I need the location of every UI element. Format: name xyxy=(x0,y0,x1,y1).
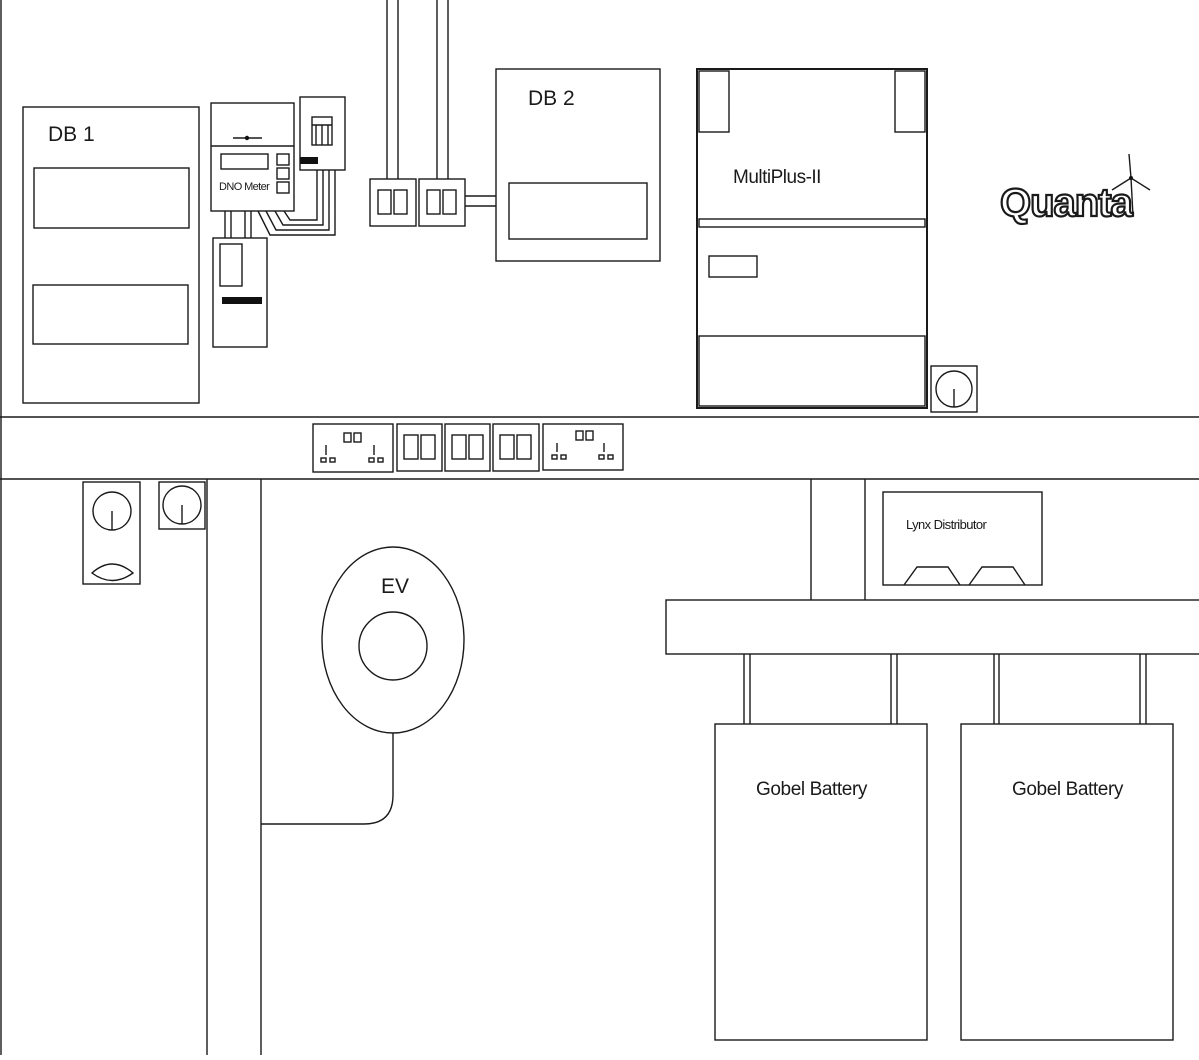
ev-charger: EV xyxy=(261,546,465,825)
ceiling-conduits xyxy=(386,0,496,207)
switch-box-top-1 xyxy=(369,178,417,227)
quanta-logo: Quanta xyxy=(999,153,1151,226)
switch-box-mid-3 xyxy=(492,423,540,472)
isolator-switch xyxy=(299,96,346,171)
switch-box-mid-2 xyxy=(444,423,491,472)
quanta-logo-text: Quanta xyxy=(1000,181,1134,225)
multiplus-inverter: MultiPlus-II xyxy=(696,68,928,409)
double-socket-right xyxy=(542,423,624,471)
switch-box-mid-1 xyxy=(396,423,443,472)
gobel-battery-2: Gobel Battery xyxy=(960,723,1174,1041)
lynx-distributor: Lynx Distributor xyxy=(882,491,1043,586)
double-socket-left xyxy=(312,423,394,473)
rotary-isolator-lower-2 xyxy=(158,481,206,530)
db1-label: DB 1 xyxy=(48,123,95,146)
battery-1-label: Gobel Battery xyxy=(756,779,868,800)
db2-label: DB 2 xyxy=(528,87,575,110)
rotary-isolator-lower-1 xyxy=(82,481,141,585)
db2-panel: DB 2 xyxy=(495,68,661,262)
multiplus-label: MultiPlus-II xyxy=(733,167,821,188)
rotary-isolator-inverter xyxy=(930,365,978,413)
gobel-battery-1: Gobel Battery xyxy=(714,723,928,1041)
meter-wiring xyxy=(224,170,336,238)
dno-meter: DNO Meter xyxy=(210,102,295,212)
ev-label: EV xyxy=(381,575,409,598)
dno-meter-label: DNO Meter xyxy=(219,181,270,193)
wind-turbine-icon xyxy=(1111,153,1151,217)
battery-cable-tray xyxy=(665,599,1199,724)
service-cutout xyxy=(212,237,268,348)
switch-box-top-2 xyxy=(418,178,466,227)
lynx-label: Lynx Distributor xyxy=(906,517,987,532)
db1-panel: DB 1 xyxy=(22,106,200,404)
battery-2-label: Gobel Battery xyxy=(1012,779,1124,800)
